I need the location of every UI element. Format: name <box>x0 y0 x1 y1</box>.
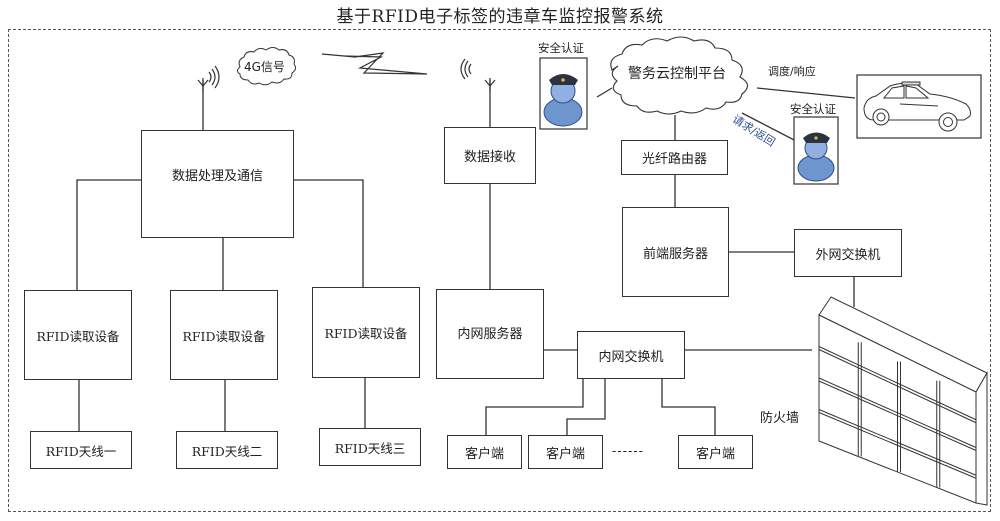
dispatch-response-label: 调度/响应 <box>768 65 816 78</box>
connector <box>661 378 716 435</box>
wireless-link-icon <box>321 52 428 75</box>
connector <box>741 112 799 143</box>
connector <box>596 87 613 98</box>
police-cloud-shape <box>610 36 749 115</box>
rfid-antenna-3: RFID天线三 <box>319 428 421 466</box>
rfid-reader-label: RFID读取设备 <box>182 329 266 344</box>
rfid-antenna-label: RFID天线一 <box>45 443 117 459</box>
rfid-reader-1: RFID读取设备 <box>24 290 132 380</box>
rfid-antenna-2: RFID天线二 <box>176 431 278 469</box>
antenna-icon <box>197 65 220 92</box>
firewall-label: 防火墙 <box>760 411 800 426</box>
rfid-reader-3: RFID读取设备 <box>312 287 420 378</box>
rfid-antenna-label: RFID天线三 <box>334 440 406 456</box>
frontend-server-box: 前端服务器 <box>622 207 729 297</box>
rfid-reader-2: RFID读取设备 <box>170 290 278 380</box>
data-receive-label: 数据接收 <box>463 150 516 165</box>
police-officer-icon <box>793 116 839 185</box>
client-2: 客户端 <box>528 435 603 469</box>
client-ellipsis: ------ <box>612 444 644 458</box>
rfid-reader-label: RFID读取设备 <box>324 326 408 341</box>
police-officer-icon <box>539 57 588 130</box>
connector <box>566 378 606 435</box>
police-car-icon <box>856 74 982 139</box>
intranet-server-box: 内网服务器 <box>436 289 544 379</box>
frontend-server-label: 前端服务器 <box>642 247 708 262</box>
extranet-switch-box: 外网交换机 <box>794 229 902 277</box>
police-cloud-label: 警务云控制平台 <box>628 66 726 82</box>
intranet-switch-label: 内网交换机 <box>598 349 664 365</box>
intranet-switch-box: 内网交换机 <box>577 331 685 379</box>
rfid-reader-label: RFID读取设备 <box>36 329 120 344</box>
client-label: 客户端 <box>545 446 585 462</box>
connector <box>756 87 856 99</box>
rfid-antenna-1: RFID天线一 <box>30 431 132 469</box>
rfid-antenna-label: RFID天线二 <box>191 443 263 459</box>
antenna-icon <box>460 58 496 92</box>
data-processing-box: 数据处理及通信 <box>141 130 294 238</box>
fiber-router-label: 光纤路由器 <box>641 152 707 167</box>
connector <box>294 179 364 287</box>
data-receive-box: 数据接收 <box>444 127 536 184</box>
client-3: 客户端 <box>678 435 753 469</box>
system-boundary <box>8 29 991 512</box>
connector <box>76 179 141 290</box>
client-1: 客户端 <box>447 435 522 469</box>
security-auth-label-1: 安全认证 <box>538 41 584 55</box>
client-label: 客户端 <box>695 446 735 462</box>
diagram-title: 基于RFID电子标签的违章车监控报警系统 <box>336 7 664 27</box>
client-label: 客户端 <box>464 446 504 462</box>
security-auth-label-2: 安全认证 <box>790 102 836 116</box>
extranet-switch-label: 外网交换机 <box>815 247 881 263</box>
data-processing-label: 数据处理及通信 <box>171 169 263 184</box>
signal-cloud-label: 4G信号 <box>244 60 285 74</box>
firewall-icon <box>818 296 988 506</box>
connector <box>485 378 584 435</box>
intranet-server-label: 内网服务器 <box>457 327 523 342</box>
fiber-router-box: 光纤路由器 <box>621 140 728 175</box>
signal-cloud-shape <box>237 47 297 86</box>
